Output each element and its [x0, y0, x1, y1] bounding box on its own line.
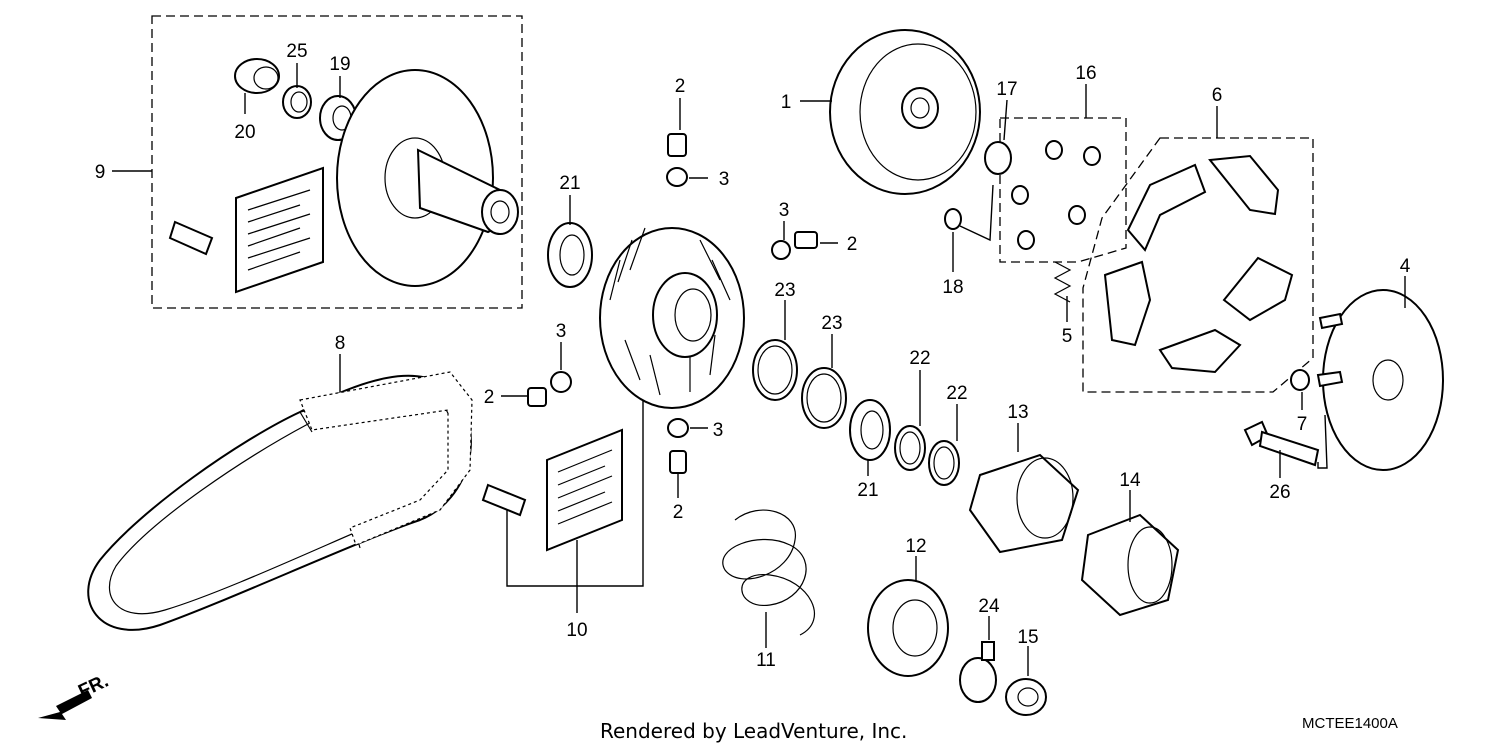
callout-15: 15: [1017, 627, 1038, 648]
callout-22-a: 22: [909, 348, 930, 369]
clutch-outer: [829, 29, 981, 195]
callout-7: 7: [1297, 414, 1308, 435]
front-arrow-icon: [38, 690, 92, 720]
grease-label-10: [546, 428, 623, 552]
callout-2-left: 2: [484, 387, 495, 408]
spring-5: [1053, 261, 1072, 303]
callout-14: 14: [1119, 470, 1141, 491]
callout-8: 8: [335, 333, 346, 354]
driven-face: [336, 69, 519, 287]
callout-26: 26: [1269, 482, 1290, 503]
washer-18: [944, 208, 962, 230]
callout-13: 13: [1007, 402, 1028, 423]
o-ring-22-a: [894, 425, 926, 471]
o-ring-22-b: [928, 440, 960, 486]
callout-2-mid: 2: [847, 234, 858, 255]
pin-9: [168, 220, 214, 256]
bolt-2-mid: [794, 231, 818, 249]
spring-seat-12: [867, 579, 949, 677]
bolt-2-top: [667, 133, 687, 157]
callout-23-b: 23: [821, 313, 842, 334]
assembly-6-box: [1082, 137, 1314, 393]
assembly-9-box: [151, 15, 523, 309]
callout-25: 25: [286, 41, 307, 62]
movable-driven-face: [599, 227, 745, 409]
bolt-2-left: [527, 387, 547, 407]
bolt-2-low: [669, 450, 687, 474]
callout-22-b: 22: [946, 383, 967, 404]
bolt-26: [1243, 420, 1320, 467]
leader-lines: [112, 63, 1406, 676]
callout-12: 12: [905, 536, 926, 557]
callout-4: 4: [1400, 256, 1411, 277]
callout-19: 19: [329, 54, 350, 75]
callout-1: 1: [781, 92, 792, 113]
callout-3-left: 3: [556, 321, 567, 342]
compression-spring: [722, 509, 815, 636]
callout-16: 16: [1075, 63, 1096, 84]
callout-17: 17: [996, 79, 1017, 100]
callout-20: 20: [234, 122, 255, 143]
callout-21-top: 21: [559, 173, 580, 194]
callout-2-top: 2: [675, 76, 686, 97]
assembly-16-box: [999, 117, 1127, 263]
callout-23-a: 23: [774, 280, 795, 301]
nut-15: [1005, 678, 1047, 716]
bearing-20: [234, 58, 280, 94]
nut-3-top: [666, 167, 688, 187]
washers-16: [1011, 140, 1101, 250]
credit-text: Rendered by LeadVenture, Inc.: [600, 719, 907, 743]
oil-seal-21-low: [849, 399, 891, 461]
guide-14: [1080, 513, 1180, 617]
nut-3-low: [667, 418, 689, 438]
leader-18-group: [959, 184, 994, 242]
callout-2-low: 2: [673, 502, 684, 523]
callout-18: 18: [942, 277, 963, 298]
gasket-23-a: [752, 339, 798, 401]
circlip-17: [984, 141, 1012, 175]
callouts: 9 20 25 19 8 2 3 21 3 2 3 2 3 2 10 1 17 …: [95, 41, 1411, 671]
callout-21-low: 21: [857, 480, 878, 501]
collar-13: [968, 453, 1080, 554]
pin-10: [481, 483, 527, 517]
oil-seal-21-top: [547, 222, 593, 288]
callout-3-low: 3: [713, 420, 724, 441]
leader-26-group: [1317, 414, 1328, 469]
diagram-code: MCTEE1400A: [1302, 715, 1398, 732]
drive-belt: [87, 371, 473, 631]
clip-24: [959, 641, 997, 703]
callout-11: 11: [756, 650, 776, 671]
washer-7: [1290, 369, 1310, 391]
callout-3-top: 3: [719, 169, 730, 190]
callout-9: 9: [95, 162, 106, 183]
callout-10: 10: [566, 620, 587, 641]
callout-6: 6: [1212, 85, 1223, 106]
disc-4: [1316, 289, 1444, 471]
callout-5: 5: [1062, 326, 1073, 347]
nut-3-left: [550, 371, 572, 393]
clutch-shoes: [1103, 154, 1294, 374]
circlip-25: [282, 85, 312, 119]
bracket-10: [506, 400, 644, 587]
grease-label-9: [235, 166, 324, 294]
nut-3-mid: [771, 240, 791, 260]
callout-24: 24: [978, 596, 1000, 617]
callout-3-mid: 3: [779, 200, 790, 221]
gasket-23-b: [801, 367, 847, 429]
